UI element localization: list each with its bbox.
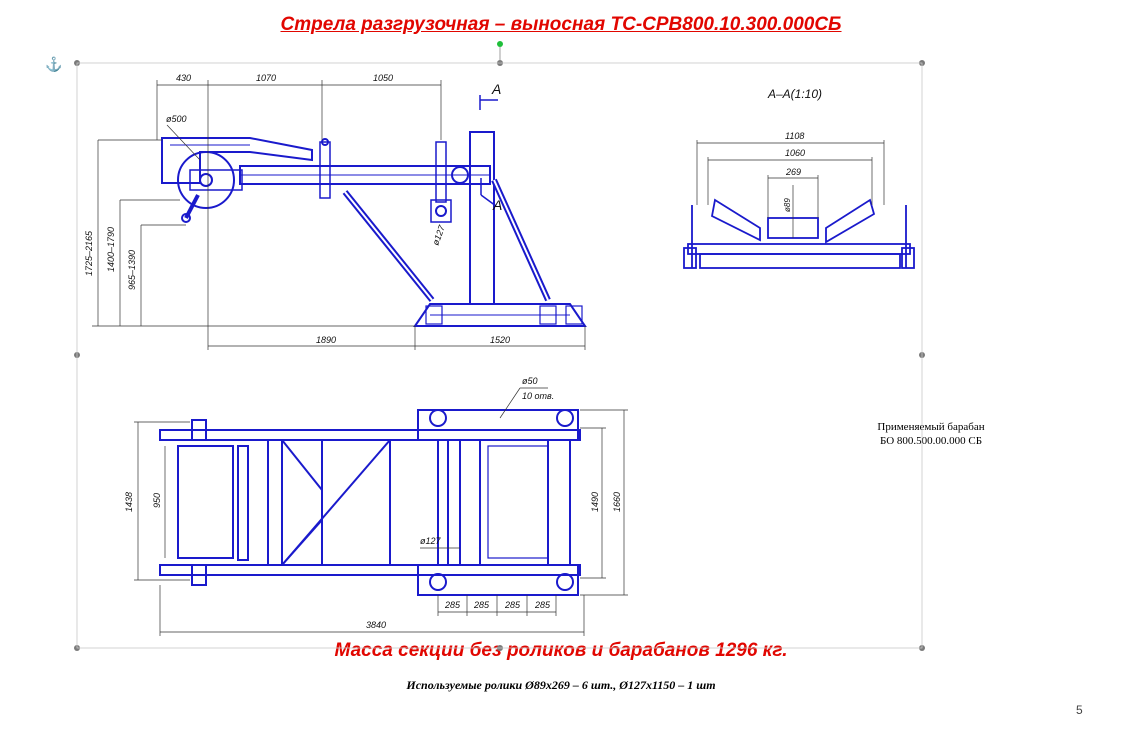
cut-label: A: [491, 81, 501, 97]
base: [413, 303, 587, 327]
drawing-title: Стрела разгрузочная – выносная ТС-СРВ800…: [280, 14, 842, 35]
dim-950: 950: [152, 493, 162, 508]
bottom-rail: [159, 564, 581, 576]
hopper: [161, 137, 313, 184]
dim-430: 430: [176, 73, 191, 83]
section-label: A–A(1:10): [767, 87, 822, 101]
dim-phi127-plan: ø127: [420, 536, 442, 546]
rollers-note: Используемые ролики Ø89х269 – 6 шт., Ø12…: [406, 678, 716, 692]
dim-3840: 3840: [366, 620, 386, 630]
dim-1108: 1108: [785, 131, 804, 141]
dim-1060: 1060: [785, 148, 805, 158]
dim-1660: 1660: [612, 492, 622, 512]
section-view: [683, 198, 915, 269]
dim-1400: 1400–1790: [106, 227, 116, 272]
dim-1070: 1070: [256, 73, 276, 83]
dim-1490: 1490: [590, 492, 600, 512]
drum-note-line1: Применяемый барабан: [877, 421, 985, 433]
dim-1520: 1520: [490, 335, 510, 345]
column: [469, 131, 495, 305]
rotate-handle[interactable]: [497, 41, 503, 47]
mass-note: Масса секции без роликов и барабанов 129…: [334, 640, 788, 661]
drum-note: Применяемый барабан БО 800.500.00.000 СБ: [846, 420, 1016, 448]
side-view-dimensions: [92, 80, 586, 350]
side-view: [161, 131, 587, 327]
roller-left: [710, 198, 761, 242]
dim-285-1: 285: [444, 600, 461, 610]
anchor-icon[interactable]: ⚓: [45, 56, 63, 72]
page-number: 5: [1076, 703, 1083, 717]
dim-phi89: ø89: [783, 198, 792, 212]
dim-1438: 1438: [124, 492, 134, 512]
cut-label-lower: A: [492, 197, 502, 213]
dim-1725: 1725–2165: [84, 230, 94, 276]
holes-count: 10 отв.: [522, 391, 554, 401]
dim-285-3: 285: [504, 600, 521, 610]
plan-dimensions: [134, 387, 628, 636]
plan-view: [159, 409, 581, 596]
dim-1050: 1050: [373, 73, 393, 83]
dim-phi500: ø500: [166, 114, 187, 124]
dim-965: 965–1390: [127, 250, 137, 290]
selection-frame: [76, 62, 923, 649]
top-rail: [159, 429, 581, 441]
drum-note-line2: БО 800.500.00.000 СБ: [879, 435, 983, 447]
drum: [177, 151, 235, 209]
dim-1890: 1890: [316, 335, 336, 345]
dim-269: 269: [785, 167, 801, 177]
dim-285-2: 285: [473, 600, 490, 610]
dim-phi50: ø50: [522, 376, 538, 386]
roller-right: [825, 198, 876, 244]
plan-drum: [177, 445, 234, 559]
dim-285-4: 285: [534, 600, 551, 610]
section-dimensions: [696, 140, 885, 238]
dim-phi127: ø127: [430, 223, 447, 247]
